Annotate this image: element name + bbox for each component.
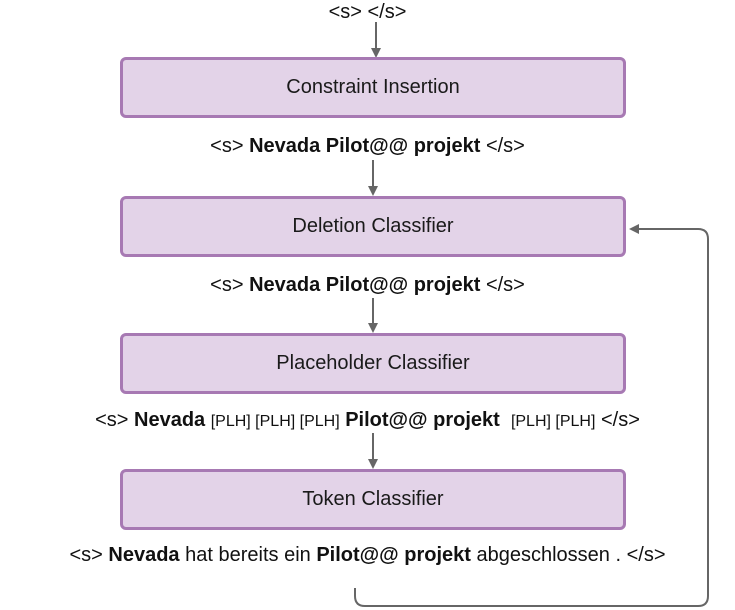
sequence-after-deletion: <s> Nevada Pilot@@ projekt </s> <box>0 273 735 297</box>
seq2-constraint-word: projekt <box>413 274 481 296</box>
token-classifier-box: Token Classifier <box>120 469 626 530</box>
sequence-after-insertion: <s> Nevada Pilot@@ projekt </s> <box>0 134 735 158</box>
seq1-start-token: <s> <box>210 135 244 157</box>
seq3-constraint-word: Nevada <box>134 409 206 431</box>
seq4-constraint-word: Pilot@@ <box>316 544 399 566</box>
seq3-constraint-word: projekt <box>433 409 500 431</box>
placeholder-classifier-box: Placeholder Classifier <box>120 333 626 394</box>
loop-back-arrow <box>354 224 709 607</box>
seq2-constraint-word: Nevada <box>249 274 321 296</box>
sequence-after-token: <s> Nevada hat bereits ein Pilot@@ proje… <box>0 543 735 567</box>
seq3-placeholder-tokens: [PLH] [PLH] [PLH] <box>210 413 340 430</box>
seq4-constraint-word: projekt <box>404 544 471 566</box>
constraint-insertion-label: Constraint Insertion <box>286 76 460 98</box>
seq4-generated-words: abgeschlossen . <box>476 544 622 566</box>
seq4-end-token: </s> <box>626 544 666 566</box>
sequence-after-placeholder: <s> Nevada [PLH] [PLH] [PLH] Pilot@@ pro… <box>0 408 735 434</box>
seq1-constraint-word: Pilot@@ <box>325 135 409 157</box>
seq3-start-token: <s> <box>95 409 129 431</box>
seq3-end-token: </s> <box>600 409 640 431</box>
seq4-constraint-word: Nevada <box>108 544 180 566</box>
seq2-constraint-word: Pilot@@ <box>325 274 409 296</box>
seq1-constraint-word: Nevada <box>249 135 321 157</box>
placeholder-classifier-label: Placeholder Classifier <box>276 352 470 374</box>
constraint-insertion-box: Constraint Insertion <box>120 57 626 118</box>
seq1-end-token: </s> <box>485 135 525 157</box>
seq2-start-token: <s> <box>210 274 244 296</box>
seq2-end-token: </s> <box>485 274 525 296</box>
seq3-placeholder-tokens: [PLH] [PLH] <box>510 413 596 430</box>
deletion-classifier-label: Deletion Classifier <box>292 215 454 237</box>
seq3-constraint-word: Pilot@@ <box>345 409 428 431</box>
seq4-start-token: <s> <box>69 544 103 566</box>
token-classifier-label: Token Classifier <box>302 488 444 510</box>
seq1-constraint-word: projekt <box>413 135 481 157</box>
deletion-classifier-box: Deletion Classifier <box>120 196 626 257</box>
input-sequence: <s> </s> <box>328 1 407 23</box>
seq4-generated-words: hat bereits ein <box>185 544 311 566</box>
